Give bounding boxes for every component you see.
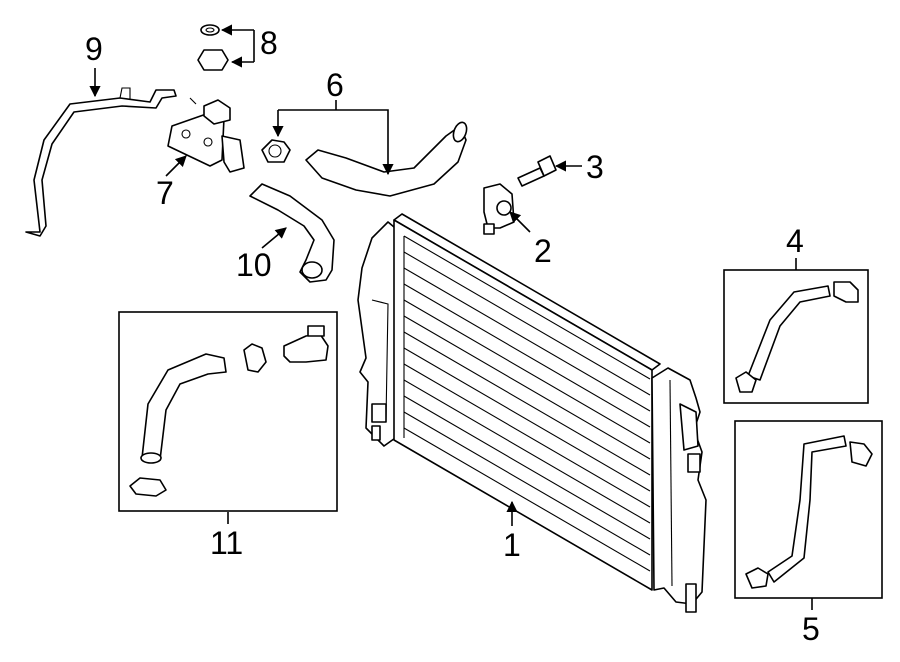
callout-6: 6 (326, 67, 344, 103)
callout-5: 5 (802, 611, 820, 647)
callout-11: 11 (210, 525, 243, 561)
callout-3: 3 (586, 149, 604, 185)
callout-9: 9 (85, 31, 103, 67)
callout-2: 2 (534, 233, 552, 269)
filler-neck-part (167, 97, 245, 173)
radiator-part (357, 213, 707, 613)
box-4 (723, 269, 869, 404)
box-5 (734, 420, 883, 599)
upper-hose-part (305, 121, 468, 197)
overflow-hose-part (25, 87, 177, 237)
callout-8: 8 (260, 25, 278, 61)
leader-lines (89, 24, 813, 610)
callout-7: 7 (156, 175, 174, 211)
box-11 (118, 311, 338, 512)
callout-1: 1 (503, 527, 521, 563)
mount-bracket-part (483, 183, 515, 235)
hose-clamp-part (261, 139, 291, 163)
callout-10: 10 (236, 247, 272, 283)
cap-gasket-part (197, 24, 229, 71)
bolt-part (517, 155, 557, 187)
lower-hose-part (249, 183, 335, 283)
callout-4: 4 (786, 223, 804, 259)
